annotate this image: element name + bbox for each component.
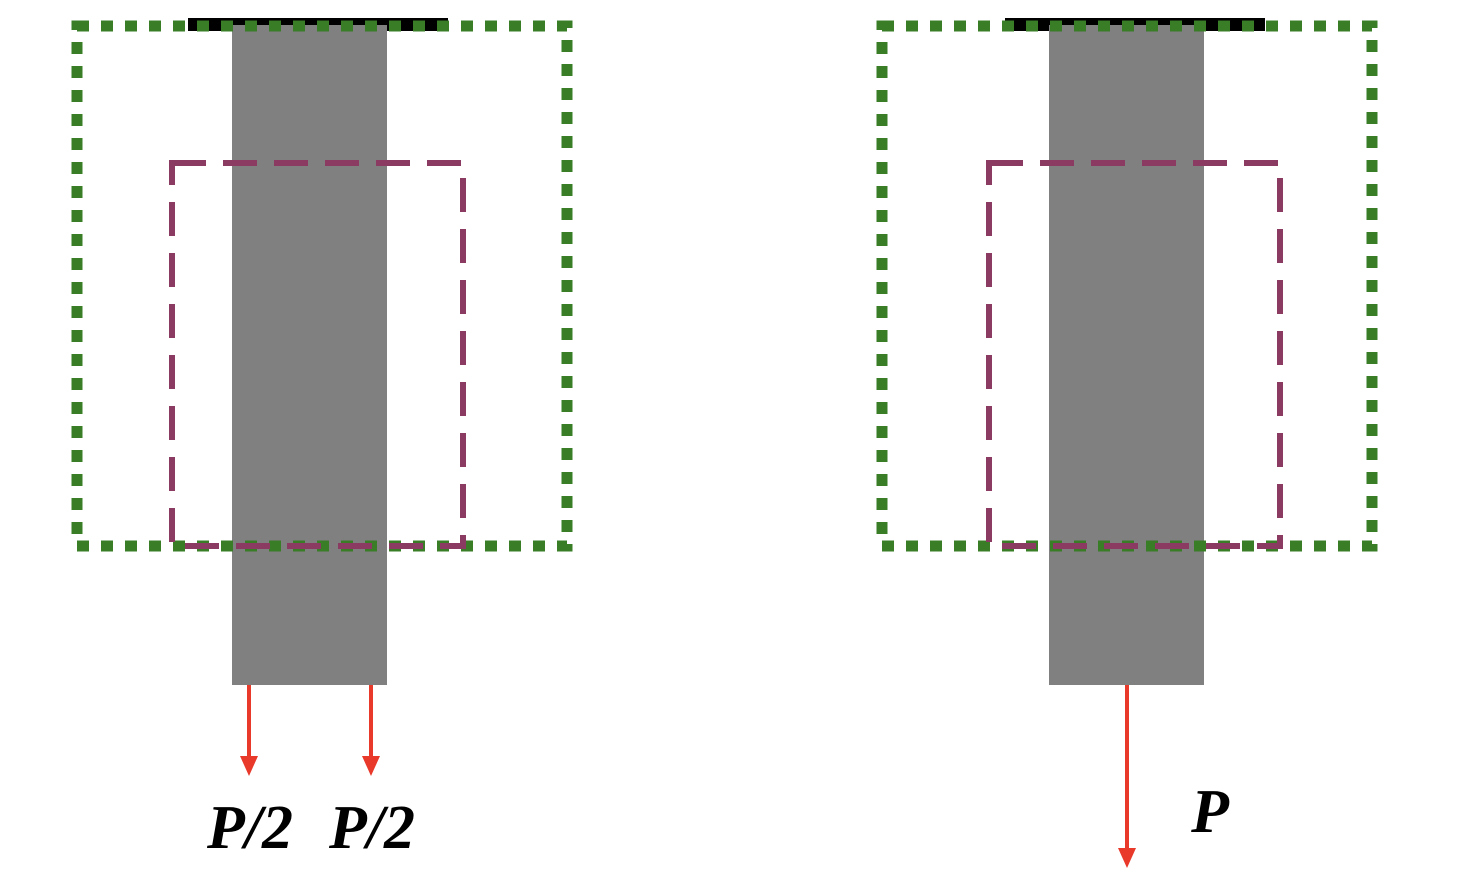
- panel-point-load: P: [876, 18, 1378, 868]
- load-label: P/2: [206, 794, 293, 862]
- outer-control-boundary: [71, 20, 573, 552]
- bar: [232, 25, 387, 685]
- inner-control-boundary: [169, 160, 466, 549]
- panel-split-load: P/2 P/2: [71, 18, 573, 862]
- load-arrow: [362, 685, 380, 776]
- inner-control-boundary: [986, 160, 1283, 549]
- load-label: P/2: [328, 794, 415, 862]
- load-arrow: [1118, 685, 1136, 868]
- load-arrow: [240, 685, 258, 776]
- load-label: P: [1190, 778, 1230, 846]
- bar: [1049, 25, 1204, 685]
